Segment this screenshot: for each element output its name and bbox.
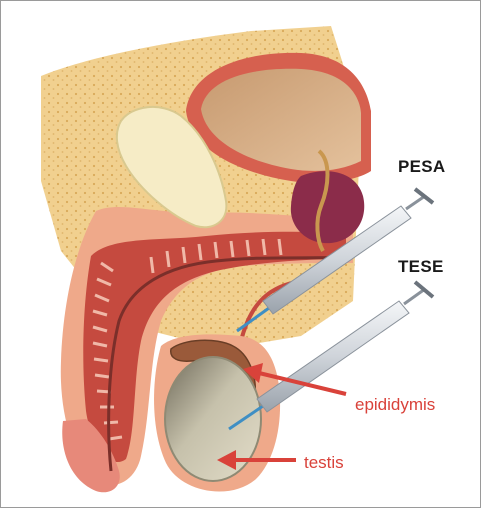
testis (165, 357, 261, 481)
testis-label: testis (304, 454, 344, 471)
pesa-label: PESA (398, 158, 446, 175)
epididymis-label: epididymis (355, 396, 435, 413)
tese-label: TESE (398, 258, 444, 275)
